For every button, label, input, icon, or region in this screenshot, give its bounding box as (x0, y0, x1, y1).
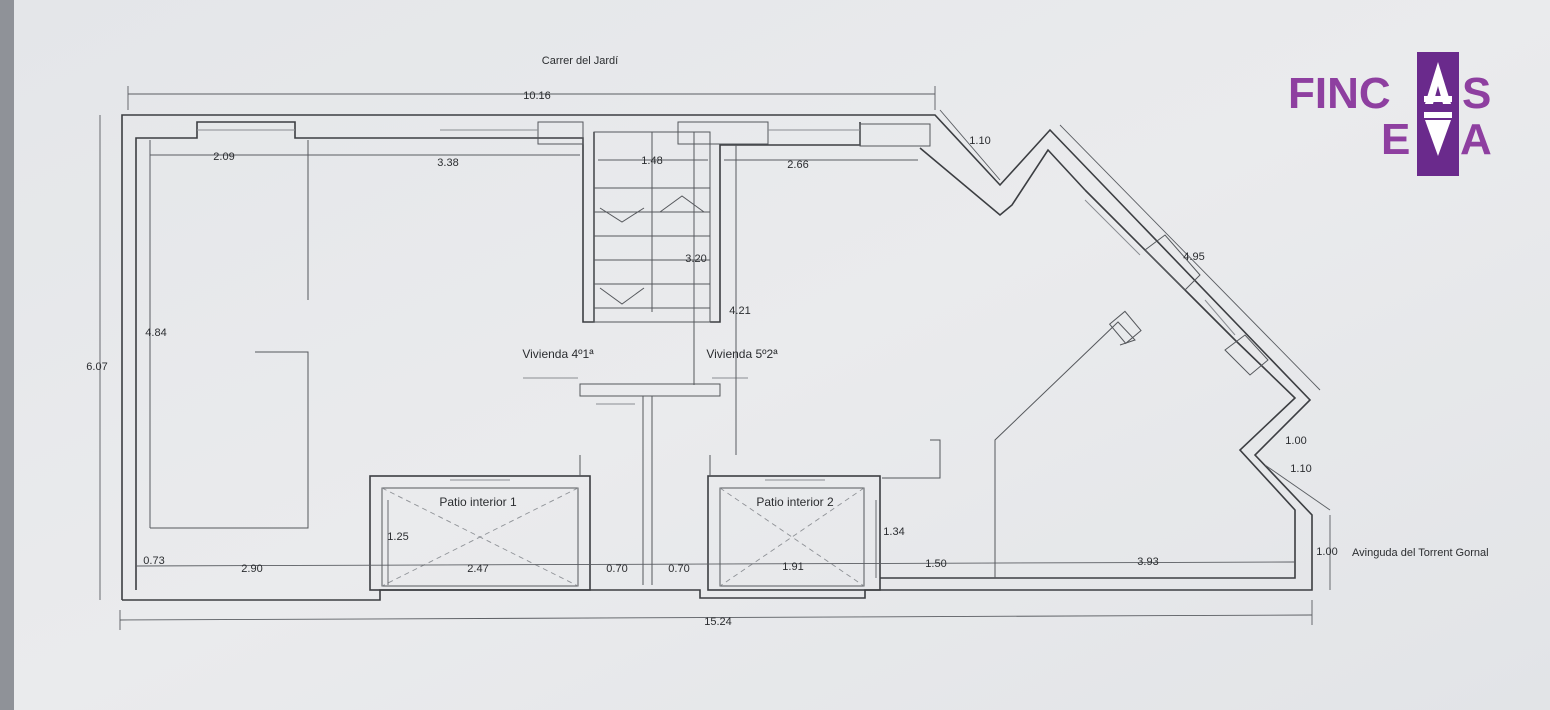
dim-corner-a: 1.10 (969, 135, 990, 147)
dim-patio2-height: 1.34 (883, 526, 904, 538)
dim-patio2-width: 1.91 (782, 561, 803, 573)
logo-text-e: E (1381, 115, 1410, 164)
patio-1-void (381, 487, 579, 587)
patio-1-wall (369, 475, 591, 591)
stair-steps (594, 187, 710, 309)
partition (150, 351, 309, 529)
dim-top-b: 3.38 (437, 157, 458, 169)
shaft (1108, 310, 1142, 345)
patio-2 (719, 487, 865, 587)
dim-top-total: 10.16 (523, 90, 551, 102)
fincas-eva-logo: FINC S E A (1288, 52, 1492, 176)
dim-inner-height: 4.21 (729, 305, 750, 317)
wall-block (677, 121, 769, 145)
dim-bottom-e: 1.50 (925, 558, 946, 570)
dim-left-inner-height: 4.84 (145, 327, 166, 339)
patio-2-void (719, 487, 865, 587)
sheet-edge (0, 0, 14, 710)
room-patio-2: Patio interior 2 (756, 495, 834, 509)
logo-lambda-icon (1425, 62, 1451, 104)
dim-bottom-d: 0.70 (668, 563, 689, 575)
diagonal-partition (994, 321, 1136, 578)
logo-dash (1424, 112, 1452, 118)
dim-bottom-f: 3.93 (1137, 556, 1158, 568)
logo-dash (1424, 96, 1452, 102)
room-flat-right: Vivienda 5º2ª (706, 347, 778, 361)
logo-v-icon (1425, 120, 1451, 156)
wall-pillar (1224, 334, 1269, 376)
dim-bottom-c: 0.70 (606, 563, 627, 575)
dim-bottom-total: 15.24 (704, 616, 732, 628)
dimension-lines (99, 86, 1331, 630)
dim-stair-width: 1.48 (641, 155, 662, 167)
dim-bottom-b: 2.90 (241, 563, 262, 575)
wall-pillar (1144, 234, 1201, 291)
dim-patio1-width: 2.47 (467, 563, 488, 575)
logo-text-s: S (1462, 69, 1491, 118)
partition (882, 439, 941, 479)
room-flat-left: Vivienda 4º1ª (522, 347, 594, 361)
paper-sheet (12, 0, 1550, 710)
dim-corner-b: 1.00 (1285, 435, 1306, 447)
dim-top-c: 2.66 (787, 159, 808, 171)
window (1084, 199, 1141, 256)
patio-2-void (719, 487, 865, 587)
wall-block (859, 123, 931, 147)
dim-stair-height: 3.20 (685, 253, 706, 265)
wall-block (537, 121, 584, 145)
window (1204, 299, 1236, 336)
logo-text-finc: FINC (1288, 69, 1391, 118)
dim-diagonal: 4.95 (1183, 251, 1204, 263)
street-top: Carrer del Jardí (542, 55, 618, 67)
dim-right-end: 1.00 (1316, 546, 1337, 558)
dim-corner-c: 1.10 (1290, 463, 1311, 475)
landing (579, 383, 721, 397)
dim-bottom-a: 0.73 (143, 555, 164, 567)
street-right: Avinguda del Torrent Gornal (1352, 547, 1489, 559)
inner-wall-3 (919, 147, 1086, 217)
logo-text-a: A (1460, 115, 1492, 164)
dim-top-a: 2.09 (213, 151, 234, 163)
dim-left-height: 6.07 (86, 361, 107, 373)
patio-1 (381, 487, 579, 587)
dim-patio1-height: 1.25 (387, 531, 408, 543)
room-patio-1: Patio interior 1 (439, 495, 517, 509)
patio-2-wall (707, 475, 881, 591)
